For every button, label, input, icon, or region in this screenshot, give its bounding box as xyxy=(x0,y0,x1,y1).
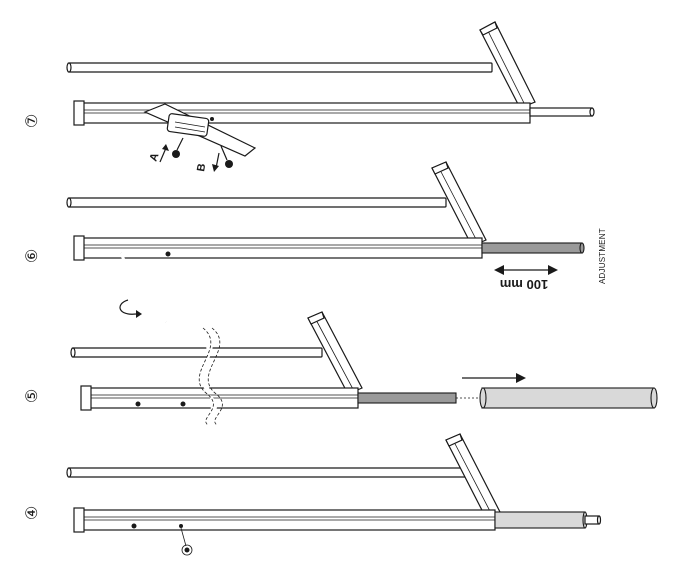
distance-label: 100 mm xyxy=(500,277,548,292)
step-7-number: ⑦ xyxy=(22,114,41,128)
step-5-inner-rod xyxy=(357,392,480,404)
step-7-bracket xyxy=(143,103,257,157)
step-7-upright xyxy=(479,21,536,109)
step-6-number: ⑥ xyxy=(22,249,41,263)
step-5-group: ⑤ xyxy=(22,311,658,426)
step-6-main-tube xyxy=(73,235,483,261)
screw-a-label: A xyxy=(148,151,162,163)
step-6-hex-key xyxy=(119,252,167,324)
adjustment-label: ADJUSTMENT xyxy=(598,228,607,284)
step-4-number: ④ xyxy=(22,506,41,520)
step-6-top-rod xyxy=(66,197,447,208)
step-5-top-rod xyxy=(70,347,323,358)
step-6-distance-arrow: 100 mm xyxy=(494,265,558,292)
step-4-screw xyxy=(180,527,193,556)
step-4-end-sleeve xyxy=(494,511,602,529)
step-6-adjustment-rod xyxy=(481,242,585,254)
step-4-group: ④ xyxy=(22,433,602,556)
step-6-upright xyxy=(431,161,487,247)
step-7-group: ⑦ xyxy=(22,21,595,173)
step-5-main-tube xyxy=(80,385,359,411)
screw-b-label: B xyxy=(195,163,208,173)
step-6-group: ⑥ xyxy=(22,161,607,324)
step-5-number: ⑤ xyxy=(22,389,41,403)
step-7-top-rod xyxy=(66,62,493,73)
step-5-cover-tube xyxy=(479,387,658,409)
step-7-main-tube xyxy=(73,100,531,126)
step-7-screw-a: A xyxy=(148,137,184,163)
step-7-end-pin xyxy=(529,107,595,117)
step-5-break-marks xyxy=(198,327,223,426)
step-7-screw-b: B xyxy=(195,145,233,173)
step-4-main-tube xyxy=(73,507,496,533)
step-5-direction-arrow xyxy=(462,373,526,383)
step-4-top-rod xyxy=(66,467,467,478)
step-5-upright xyxy=(307,311,363,395)
